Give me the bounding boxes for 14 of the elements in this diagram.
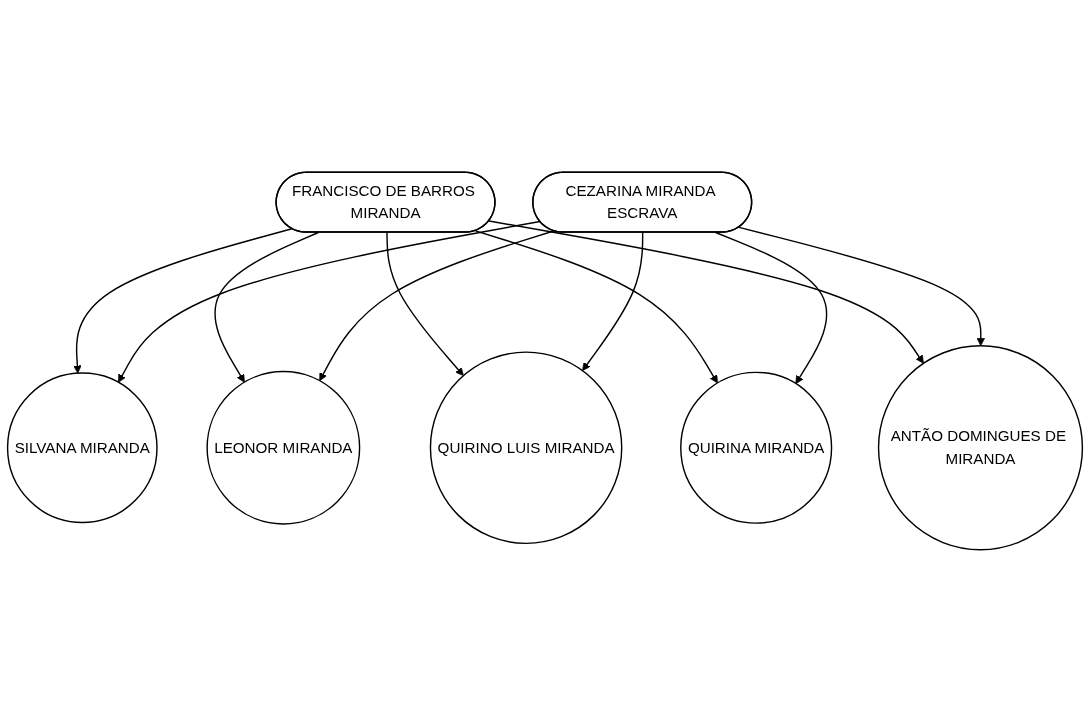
arrow — [319, 230, 555, 382]
node-circle: LEONOR MIRANDA — [206, 370, 361, 525]
arrow — [715, 231, 828, 384]
arrow — [488, 220, 924, 364]
arrow — [73, 228, 293, 374]
arrow — [582, 231, 644, 371]
node-circle: SILVANA MIRANDA — [6, 372, 158, 524]
node-circle: QUIRINA MIRANDA — [680, 371, 833, 524]
arrow — [386, 231, 464, 376]
arrow — [214, 231, 320, 383]
arrow — [474, 230, 718, 384]
node-circle: QUIRINO LUIS MIRANDA — [429, 351, 623, 545]
arrow — [738, 226, 985, 347]
node-circle: ANTÃO DOMINGUES DE MIRANDA — [877, 345, 1084, 551]
